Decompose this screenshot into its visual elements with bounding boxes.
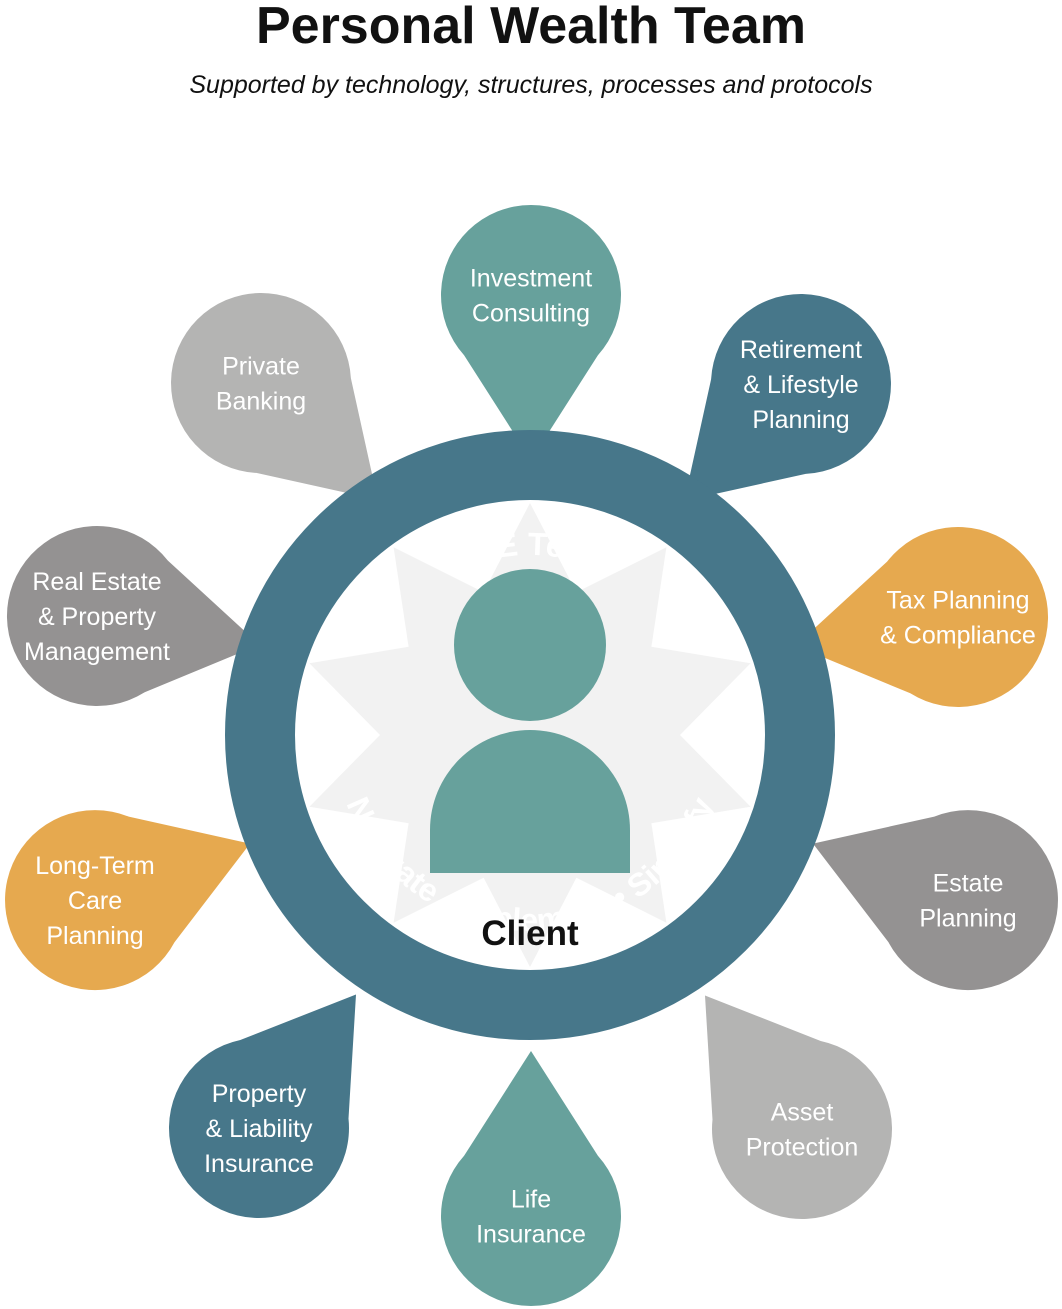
petal-label-private-banking: Private — [222, 353, 300, 381]
petal-label-real-estate-property-management: & Property — [38, 603, 157, 631]
page-subtitle: Supported by technology, structures, pro… — [189, 71, 873, 99]
petal-label-asset-protection: Protection — [746, 1134, 859, 1162]
petal-tax-planning-compliance: Tax Planning & Compliance — [795, 526, 1049, 707]
petal-label-property-liability-insurance: Insurance — [204, 1150, 314, 1178]
petal-label-long-term-care-planning: Planning — [46, 922, 143, 950]
petal-shape-asset-protection — [705, 995, 893, 1220]
petal-shape-tax-planning-compliance — [795, 526, 1049, 707]
petal-label-real-estate-property-management: Real Estate — [32, 568, 161, 596]
petal-label-investment-consulting: Consulting — [472, 300, 590, 328]
petal-label-retirement-lifestyle-planning: Retirement — [740, 336, 862, 364]
petal-label-investment-consulting: Investment — [470, 265, 592, 293]
petal-shape-life-insurance — [441, 1051, 621, 1307]
petal-label-property-liability-insurance: Property — [212, 1080, 307, 1108]
petal-label-real-estate-property-management: Management — [24, 638, 170, 666]
dke-team-ring — [225, 430, 835, 1040]
petal-shape-property-liability-insurance — [168, 994, 356, 1219]
petal-label-property-liability-insurance: & Liability — [206, 1115, 313, 1143]
petal-shape-retirement-lifestyle-planning — [684, 294, 891, 501]
person-icon — [430, 569, 630, 873]
petal-label-tax-planning-compliance: Tax Planning — [886, 587, 1029, 615]
petal-shape-investment-consulting — [441, 204, 622, 460]
petal-shape-private-banking — [171, 293, 378, 500]
petal-shape-estate-planning — [813, 810, 1058, 991]
petal-label-retirement-lifestyle-planning: Planning — [752, 406, 849, 434]
petal-label-estate-planning: Estate — [933, 870, 1004, 898]
petal-shape-long-term-care-planning — [5, 810, 251, 991]
petal-label-life-insurance: Life — [511, 1186, 551, 1214]
petal-label-asset-protection: Asset — [771, 1099, 834, 1127]
petal-shape-real-estate-property-management — [6, 525, 260, 706]
petal-label-estate-planning: Planning — [919, 905, 1016, 933]
petal-label-retirement-lifestyle-planning: & Lifestyle — [743, 371, 858, 399]
page-title: Personal Wealth Team — [255, 0, 807, 55]
petal-label-long-term-care-planning: Care — [68, 887, 122, 915]
petal-label-life-insurance: Insurance — [476, 1221, 586, 1249]
petal-label-private-banking: Banking — [216, 388, 306, 416]
petal-label-tax-planning-compliance: & Compliance — [880, 622, 1036, 650]
client-label: Client — [481, 914, 579, 953]
petal-label-long-term-care-planning: Long-Term — [35, 852, 155, 880]
